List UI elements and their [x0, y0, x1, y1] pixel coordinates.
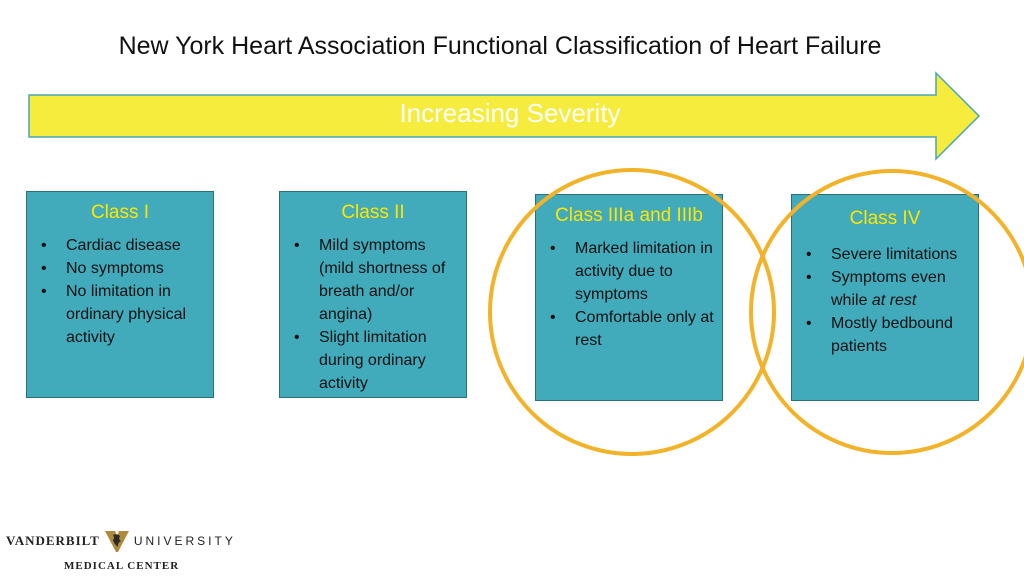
class-4-box: Class IV Severe limitations Symptoms eve…	[791, 194, 979, 401]
class-4-list: Severe limitations Symptoms even while a…	[800, 243, 970, 358]
list-item: Mostly bedbound patients	[806, 312, 970, 358]
page-title: New York Heart Association Functional Cl…	[118, 32, 882, 60]
arrow-label: Increasing Severity	[399, 98, 621, 128]
emphasis-text: at rest	[871, 292, 917, 309]
class-3-title: Class IIIa and IIIb	[555, 205, 703, 226]
list-item: Cardiac disease	[41, 234, 205, 257]
class-1-box: Class I Cardiac disease No symptoms No l…	[26, 191, 214, 398]
list-item: Marked limitation in activity due to sym…	[550, 237, 714, 306]
class-2-list: Mild symptoms (mild shortness of breath …	[288, 234, 458, 395]
class-2-box: Class II Mild symptoms (mild shortness o…	[279, 191, 467, 398]
class-3-list: Marked limitation in activity due to sym…	[544, 237, 714, 352]
class-2-title: Class II	[341, 202, 405, 223]
list-item: Severe limitations	[806, 243, 970, 266]
severity-arrow	[28, 71, 981, 161]
list-item: Mild symptoms (mild shortness of breath …	[294, 234, 458, 326]
vanderbilt-oak-leaf-icon	[104, 531, 129, 552]
vanderbilt-logo: VANDERBILT UNIVERSITY MEDICAL CENTER	[6, 528, 266, 574]
logo-medical-center-text: MEDICAL CENTER	[64, 560, 180, 572]
class-3-box: Class IIIa and IIIb Marked limitation in…	[535, 194, 723, 401]
list-item: No limitation in ordinary physical activ…	[41, 280, 205, 349]
list-item: Slight limitation during ordinary activi…	[294, 326, 458, 395]
logo-vanderbilt-text: VANDERBILT	[6, 533, 100, 548]
logo-top-row: VANDERBILT UNIVERSITY	[6, 528, 266, 554]
list-item: Comfortable only at rest	[550, 306, 714, 352]
list-item: No symptoms	[41, 257, 205, 280]
class-1-list: Cardiac disease No symptoms No limitatio…	[35, 234, 205, 349]
class-1-title: Class I	[90, 202, 150, 223]
logo-university-text: UNIVERSITY	[133, 534, 236, 548]
arrow-shape	[28, 71, 981, 161]
class-4-title: Class IV	[849, 208, 921, 229]
list-item: Symptoms even while at rest	[806, 266, 970, 312]
